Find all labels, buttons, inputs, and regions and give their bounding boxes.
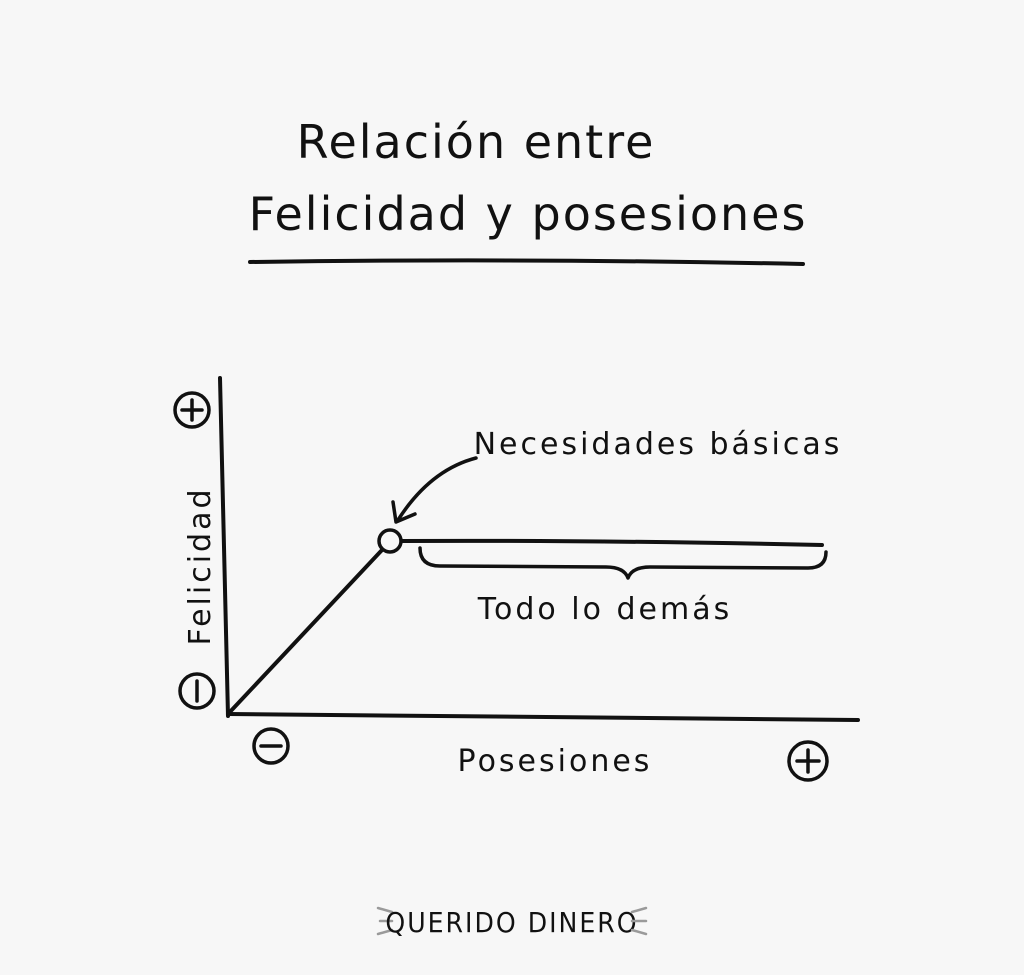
basic-needs-point xyxy=(377,528,403,554)
x-axis xyxy=(226,712,860,722)
y-axis-plus-icon xyxy=(173,391,211,429)
basic-needs-label: Necesidades básicas xyxy=(474,427,843,462)
y-axis xyxy=(218,376,230,718)
everything-else-label: Todo lo demás xyxy=(477,592,732,627)
title-line-2: Felicidad y posesiones xyxy=(249,187,808,241)
brand-logo-text: QUERIDO DINERO xyxy=(385,906,638,939)
everything-else-brace xyxy=(418,546,828,580)
title-underline xyxy=(248,258,805,266)
brand-marks-left-icon xyxy=(376,906,394,936)
x-axis-minus-icon xyxy=(252,727,290,765)
x-axis-label: Posesiones xyxy=(458,744,653,779)
arrow-head-icon xyxy=(391,500,417,524)
y-axis-minus-icon xyxy=(178,672,216,710)
rising-curve-segment xyxy=(226,548,384,716)
x-axis-plus-icon xyxy=(787,740,829,782)
plateau-curve-segment xyxy=(399,538,824,547)
title-line-1: Relación entre xyxy=(297,115,656,169)
brand-marks-right-icon xyxy=(630,906,648,936)
basic-needs-arrow xyxy=(396,456,478,522)
y-axis-label: Felicidad xyxy=(183,486,218,645)
